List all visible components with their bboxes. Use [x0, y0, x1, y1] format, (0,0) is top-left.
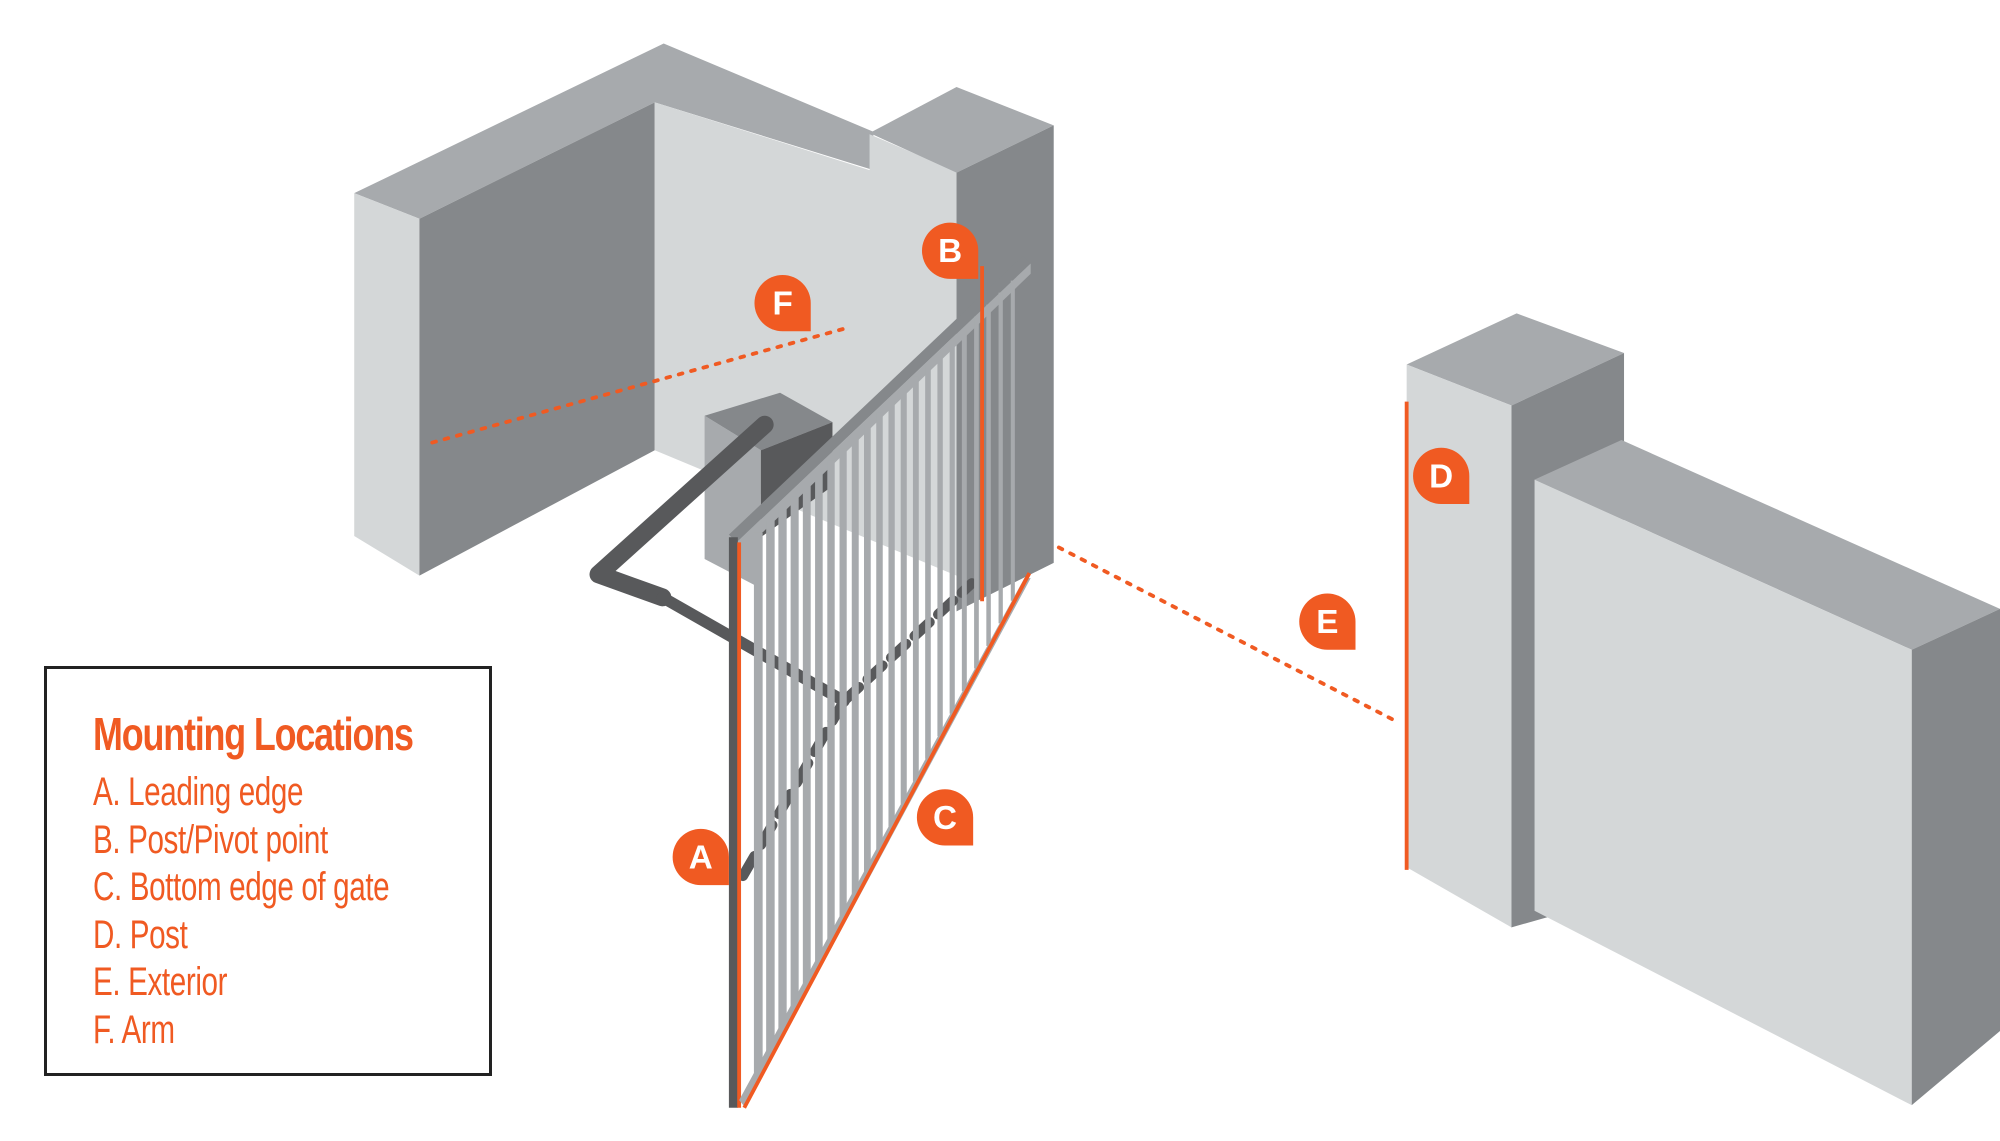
right-wall-top	[1534, 440, 2000, 650]
legend-item-e: E. Exterior	[93, 960, 228, 1004]
gate-picket	[839, 448, 847, 917]
gate-picket	[961, 328, 967, 692]
exterior-dotted-line	[1056, 545, 1401, 725]
bottom-edge-line-C	[742, 572, 1032, 1109]
gate-picket	[1010, 280, 1015, 601]
marker-pin-icon	[1413, 447, 1470, 504]
gate-picket	[778, 508, 787, 1030]
left-pillar-top	[869, 86, 1054, 173]
gate-picket	[876, 412, 883, 850]
gate-picket	[937, 352, 943, 737]
gate-picket	[802, 484, 811, 985]
gate-picket	[864, 424, 871, 872]
gate-picket	[949, 340, 955, 714]
legend-item-b: B. Post/Pivot point	[93, 817, 328, 862]
gate-picket	[998, 292, 1003, 624]
gate-picket	[925, 364, 931, 759]
marker-pin-icon	[672, 828, 729, 886]
swing-gate	[728, 255, 1031, 1075]
arm-lower	[656, 591, 850, 707]
gate-picket	[851, 436, 859, 895]
gate-picket	[815, 472, 823, 963]
marker-label: E	[1316, 604, 1338, 641]
marker-b: B	[921, 222, 979, 279]
marker-label: B	[938, 233, 962, 270]
gate-top-rail-face	[736, 263, 1031, 553]
left-wall-top	[354, 43, 874, 219]
left-wall-end	[354, 193, 420, 576]
gate-picket	[974, 316, 979, 669]
marker-pin-icon	[754, 275, 811, 332]
marker-e: E	[1299, 593, 1356, 650]
marker-pin-icon	[916, 789, 974, 846]
right-post-top	[1406, 313, 1625, 406]
left-wall-inner-face	[419, 102, 655, 576]
marker-label: A	[689, 840, 713, 877]
legend-item-d: D. Post	[93, 912, 188, 957]
marker-label: F	[772, 286, 792, 323]
gate-picket	[753, 532, 763, 1075]
legend-item-a: A. Leading edge	[93, 770, 304, 814]
gate-picket	[827, 460, 835, 940]
left-pillar-side	[956, 125, 1054, 612]
legend-list: A. Leading edge B. Post/Pivot point C. B…	[93, 769, 493, 1054]
gate-picket	[790, 496, 799, 1008]
marker-f: F	[754, 275, 811, 332]
marker-label: C	[933, 800, 957, 837]
legend-item-f: F. Arm	[93, 1007, 175, 1052]
gate-picket	[986, 304, 991, 646]
gate-picket	[888, 400, 895, 827]
marker-a: A	[672, 828, 729, 886]
marker-label: D	[1429, 458, 1453, 495]
right-post-front	[1406, 364, 1512, 928]
right-wall-front	[1534, 479, 1912, 1106]
marker-c: C	[916, 789, 974, 846]
gate-leading-post	[728, 537, 738, 1108]
legend-title: Mounting Locations	[93, 708, 414, 760]
legend-item-c: C. Bottom edge of gate	[93, 865, 390, 909]
marker-d: D	[1413, 447, 1470, 504]
gate-picket	[912, 376, 919, 782]
right-wall-side	[1911, 608, 2000, 1106]
right-wall	[1511, 440, 2000, 1106]
legend-box: Mounting Locations A. Leading edge B. Po…	[44, 666, 492, 1076]
marker-pin-icon	[921, 222, 979, 279]
gate-picket	[766, 520, 775, 1053]
arm-upper	[589, 415, 774, 607]
gate-top-rail	[728, 255, 1031, 543]
right-wall-gap-side	[1511, 479, 1535, 928]
marker-pin-icon	[1299, 593, 1356, 650]
gate-picket	[900, 388, 907, 804]
